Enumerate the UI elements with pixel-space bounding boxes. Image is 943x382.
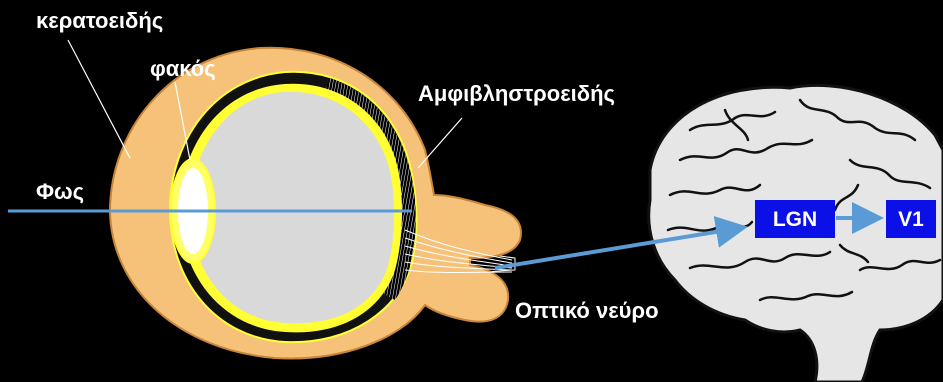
vitreous-body — [190, 92, 394, 323]
cornea-leader-line — [68, 40, 130, 158]
lgn-box: LGN — [755, 200, 835, 238]
cornea-label: κερατοειδής — [36, 10, 163, 32]
retina-leader-line — [418, 118, 462, 168]
retina-label: Αμφιβληστροειδής — [418, 83, 615, 105]
lens-label: φακός — [150, 58, 216, 80]
optic-nerve-label: Οπτικό νεύρο — [515, 300, 659, 322]
light-label: Φως — [36, 181, 84, 203]
v1-box: V1 — [886, 200, 936, 238]
